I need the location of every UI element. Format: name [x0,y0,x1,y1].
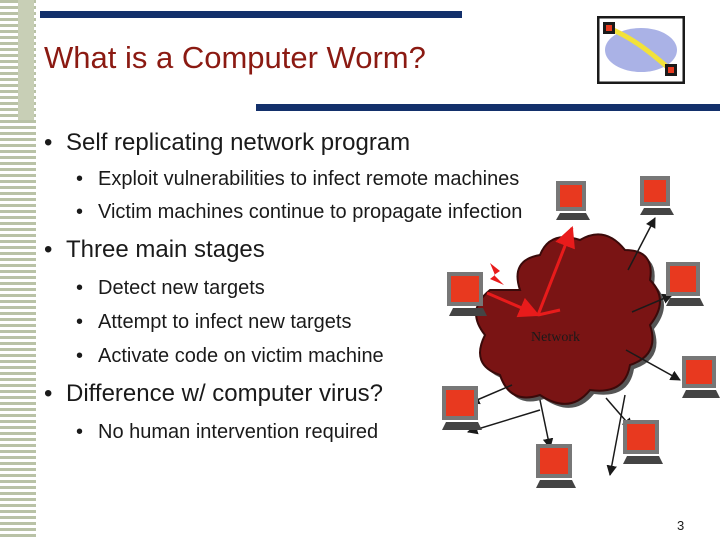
bullet-three-stages: • Three main stages [44,236,265,264]
sub-bullet-attempt: • Attempt to infect new targets [76,311,351,334]
bullet-glyph: • [76,345,84,367]
bullet-text: Three main stages [66,236,265,263]
sub-bullet-activate: • Activate code on victim machine [76,345,384,368]
bullet-self-replicating: • Self replicating network program [44,129,410,157]
bullet-glyph: • [76,201,84,223]
bullet-text: No human intervention required [98,421,379,443]
bullet-text: Difference w/ computer virus? [66,380,384,407]
bullet-text: Victim machines continue to propagate in… [98,201,523,223]
bullet-text: Exploit vulnerabilities to infect remote… [98,168,520,190]
bullet-text: Activate code on victim machine [98,345,384,367]
bullet-text: Detect new targets [98,277,265,299]
bullet-glyph: • [44,236,53,263]
sub-bullet-no-human: • No human intervention required [76,421,378,444]
bullet-glyph: • [76,277,84,299]
top-rule [40,11,462,18]
page-number: 3 [677,518,685,533]
slide-title: What is a Computer Worm? [44,40,426,75]
bullet-text: Self replicating network program [66,129,411,156]
decorative-stripe-block [18,0,34,120]
bullet-glyph: • [44,129,53,156]
bullet-difference: • Difference w/ computer virus? [44,380,383,408]
computer-icons [442,176,720,488]
sub-bullet-detect: • Detect new targets [76,277,265,300]
title-underline-rule [256,104,720,111]
bullet-glyph: • [76,168,84,190]
sub-bullet-exploit: • Exploit vulnerabilities to infect remot… [76,168,519,191]
bullet-text: Attempt to infect new targets [98,311,352,333]
network-logo-icon [597,16,685,84]
bullet-glyph: • [44,380,53,407]
sub-bullet-victim: • Victim machines continue to propagate i… [76,201,522,224]
network-label: Network [531,330,580,345]
lightning-bolt-icon [490,263,504,285]
bullet-glyph: • [76,311,84,333]
bullet-glyph: • [76,421,84,443]
